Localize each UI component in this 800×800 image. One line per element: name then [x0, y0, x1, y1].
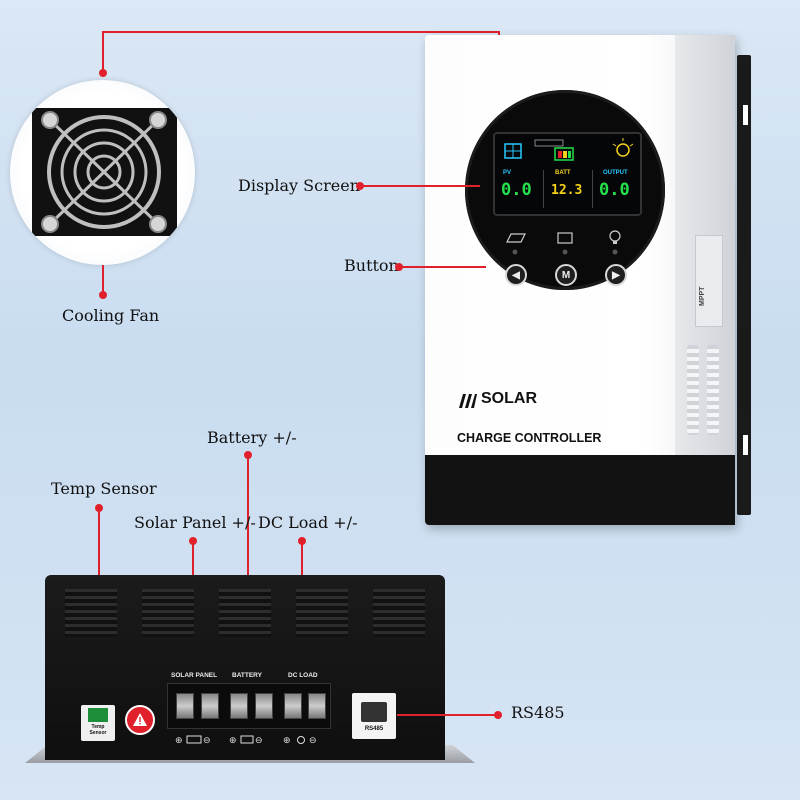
svg-text:⊕: ⊕ [175, 736, 183, 746]
solar-indicator-icon [506, 233, 526, 243]
fan-callout-dot [99, 291, 107, 299]
menu-button[interactable]: M [555, 264, 577, 286]
side-sticker: MPPT [695, 235, 723, 327]
terminal-dcload-label: DC LOAD [288, 672, 318, 679]
brand-stripes-icon [459, 394, 477, 408]
fan-plate [32, 108, 177, 236]
vent-grill [373, 589, 425, 637]
indicator-icons [506, 230, 621, 255]
lcd-screen: PV BATT OUTPUT 0.0 12.3 0.0 [493, 132, 642, 216]
lcd-divider [592, 170, 593, 208]
temp-sensor-label: Temp Sensor [51, 479, 157, 498]
lcd-divider [543, 170, 544, 208]
terminal-screw [230, 693, 248, 719]
lcd-pv-value: 0.0 [501, 180, 532, 200]
svg-text:⊕: ⊕ [283, 736, 291, 746]
svg-text:⊕: ⊕ [229, 736, 237, 746]
display-panel: PV BATT OUTPUT 0.0 12.3 0.0 ◀ [465, 90, 665, 290]
lcd-batt-value: 12.3 [551, 183, 583, 198]
terminal-block [167, 683, 331, 729]
lcd-mid-header: BATT [555, 170, 571, 176]
vent-grill [65, 589, 117, 637]
temp-sensor-port-label: Temp Sensor [89, 724, 107, 736]
button-callout-dot [395, 263, 403, 271]
vent-grill [296, 589, 348, 637]
side-sticker-text: MPPT [699, 286, 706, 306]
lcd-left-header: PV [503, 170, 512, 176]
warning-triangle-icon [133, 713, 147, 726]
lcd-right-header: OUTPUT [603, 170, 628, 176]
controller-bottom-view: SOLAR PANEL BATTERY DC LOAD ⊕ ⊖ ⊕ ⊖ ⊕ ⊖ … [45, 575, 445, 760]
brand-solar: SOLAR [481, 390, 537, 407]
right-button[interactable]: ▶ [605, 264, 627, 286]
terminal-battery-label: BATTERY [232, 672, 262, 679]
lcd-top-icons [504, 138, 634, 161]
battery-callout-line [247, 456, 249, 684]
cooling-fan-closeup [10, 80, 195, 265]
rs485-callout-line [397, 714, 495, 716]
rs485-callout-dot [494, 711, 502, 719]
rs485-port-label: RS485 [364, 726, 384, 732]
battery-label: Battery +/- [207, 428, 297, 447]
controller-bottom-band [425, 455, 735, 525]
svg-text:⊖: ⊖ [309, 736, 317, 746]
left-button[interactable]: ◀ [505, 264, 527, 286]
vent-grill [142, 589, 194, 637]
terminal-screw [176, 693, 194, 719]
button-label: Button [344, 256, 399, 275]
fan-grille-icon [41, 111, 167, 233]
rs485-port[interactable]: RS485 [352, 693, 396, 739]
warning-sticker [125, 705, 155, 735]
charge-controller: MPPT PV BATT OUTPUT 0.0 [425, 35, 751, 525]
mounting-bracket [737, 55, 751, 515]
rj45-socket [361, 702, 387, 722]
side-vent [687, 345, 699, 435]
display-callout-line [362, 185, 480, 187]
button-callout-line [400, 266, 486, 268]
side-vent [707, 345, 719, 435]
bulb-indicator-icon [609, 230, 621, 244]
terminal-screw [308, 693, 326, 719]
terminal-screw [284, 693, 302, 719]
terminal-screw [201, 693, 219, 719]
brand-charge-controller: CHARGE CONTROLLER [457, 431, 602, 445]
battery-indicator-icon [557, 232, 573, 244]
display-callout-dot [356, 182, 364, 190]
svg-text:⊖: ⊖ [255, 736, 263, 746]
dc-load-label: DC Load +/- [258, 513, 358, 532]
cooling-fan-label: Cooling Fan [62, 306, 160, 325]
rs485-label: RS485 [511, 703, 565, 722]
svg-text:⊖: ⊖ [203, 736, 211, 746]
terminal-screw [255, 693, 273, 719]
temp-sensor-port[interactable]: Temp Sensor [81, 705, 115, 741]
vent-grill [219, 589, 271, 637]
bracket-slot [743, 435, 748, 455]
fan-callout-line-h [102, 31, 500, 33]
battery-callout-dot [244, 451, 252, 459]
terminal-polarity-icons: ⊕ ⊖ ⊕ ⊖ ⊕ ⊖ [175, 735, 317, 746]
fan-callout-dot-top [99, 69, 107, 77]
brand-logo [457, 393, 477, 412]
temp-sensor-connector [88, 708, 108, 722]
fan-label-line [102, 265, 104, 293]
solar-panel-label: Solar Panel +/- [134, 513, 256, 532]
bracket-slot [743, 105, 748, 125]
terminal-solar-label: SOLAR PANEL [171, 672, 218, 679]
display-screen-label: Display Screen [238, 176, 360, 195]
lcd-output-value: 0.0 [599, 180, 630, 200]
fan-callout-line [102, 31, 104, 73]
